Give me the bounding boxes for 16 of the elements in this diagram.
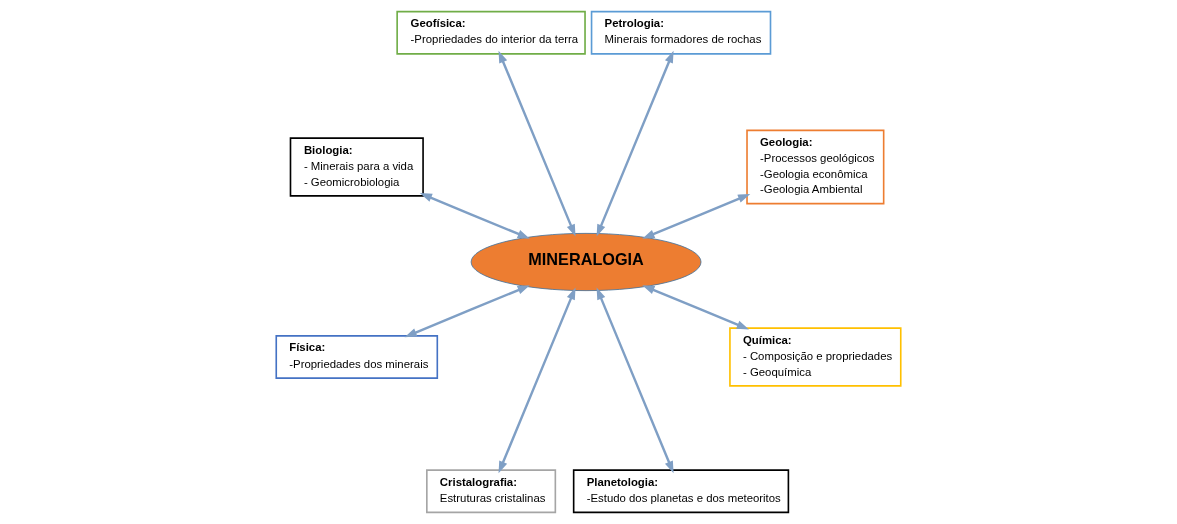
arrow — [642, 285, 750, 330]
node-box: Geofísica: -Propriedades do interior da terra — [396, 10, 586, 55]
arrow — [498, 287, 576, 474]
arrow — [596, 50, 674, 237]
node-box: Cristalografia: Estruturas cristalinas — [426, 469, 557, 514]
node-box: Geologia: -Processos geológicos -Geologia econômica -Geologia Ambiental — [746, 129, 885, 205]
arrow — [404, 285, 530, 338]
arrow — [642, 193, 751, 239]
node-box: Química: - Composição e propriedades - Geoquímica — [729, 327, 902, 387]
arrow — [596, 287, 674, 474]
node-box: Biologia: - Minerais para a vida - Geomicrobiologia — [289, 137, 424, 197]
arrow — [419, 193, 530, 239]
node-box: Física: -Propriedades dos minerais — [275, 335, 439, 379]
node-box: Planetologia: -Estudo dos planetas e dos meteoritos — [572, 469, 790, 514]
node-box: Petrologia: Minerais formadores de rochas — [590, 10, 772, 55]
arrow — [498, 50, 576, 237]
